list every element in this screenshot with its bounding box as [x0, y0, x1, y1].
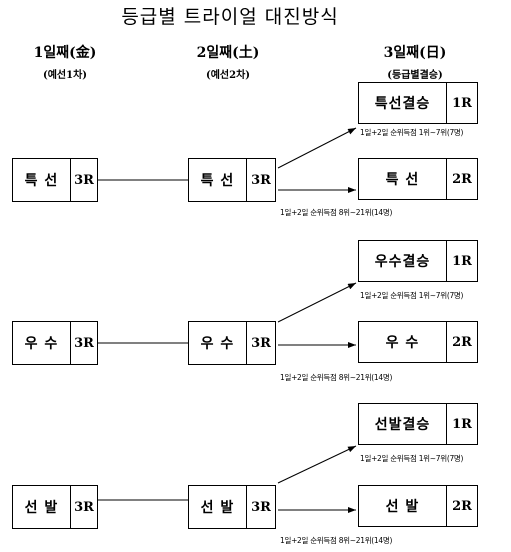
grade2-day1-box: 우 수 3R: [12, 321, 98, 365]
grade1-final-round: 1R: [446, 83, 477, 123]
grade2-second-box: 우 수 2R: [358, 321, 478, 363]
grade2-final-box: 우수결승 1R: [358, 240, 478, 282]
grade3-day2-name: 선 발: [200, 500, 235, 516]
grade3-final-box: 선발결승 1R: [358, 403, 478, 445]
grade3-second-box: 선 발 2R: [358, 485, 478, 527]
grade2-final-name: 우수결승: [374, 254, 431, 270]
grade1-final-name: 특선결승: [374, 96, 431, 112]
grade1-day1-box: 특 선 3R: [12, 158, 98, 202]
day1-subheader: (예선1차): [42, 70, 88, 81]
grade3-day2-round: 3R: [246, 486, 275, 528]
day1-header: 1일째(金): [33, 45, 97, 61]
grade3-final-note: 1일+2일 순위득점 1위~7위(7명): [360, 454, 464, 463]
diagram-title: 등급별 트라이얼 대진방식: [121, 6, 339, 28]
grade3-final-round: 1R: [446, 404, 477, 444]
grade3-second-note: 1일+2일 순위득점 8위~21위(14명): [280, 536, 393, 545]
grade3-day1-round: 3R: [70, 486, 97, 528]
grade1-second-note: 1일+2일 순위득점 8위~21위(14명): [280, 208, 393, 217]
grade2-final-round: 1R: [446, 241, 477, 281]
grade3-day1-name: 선 발: [24, 500, 59, 516]
grade2-second-round: 2R: [446, 322, 477, 362]
grade2-final-note: 1일+2일 순위득점 1위~7위(7명): [360, 291, 464, 300]
grade2-day2-round: 3R: [246, 322, 275, 364]
grade3-day2-box: 선 발 3R: [188, 485, 276, 529]
grade1-final-note: 1일+2일 순위득점 1위~7위(7명): [360, 128, 464, 137]
day3-subheader: (등급별결승): [387, 70, 443, 81]
grade3-day1-box: 선 발 3R: [12, 485, 98, 529]
grade1-final-box: 특선결승 1R: [358, 82, 478, 124]
grade1-second-round: 2R: [446, 159, 477, 199]
grade1-second-box: 특 선 2R: [358, 158, 478, 200]
grade2-day2-name: 우 수: [200, 336, 235, 352]
grade3-to-final-arrow: [277, 445, 357, 484]
grade1-to-final-arrow: [277, 127, 357, 169]
grade2-second-name: 우 수: [385, 335, 420, 351]
day3-header: 3일째(日): [383, 45, 447, 61]
grade3-second-round: 2R: [446, 486, 477, 526]
grade1-day2-name: 특 선: [200, 173, 235, 189]
grade2-second-note: 1일+2일 순위득점 8위~21위(14명): [280, 373, 393, 382]
grade1-day1-round: 3R: [70, 159, 97, 201]
day2-subheader: (예선2차): [205, 70, 251, 81]
grade3-second-name: 선 발: [385, 499, 420, 515]
grade2-day1-round: 3R: [70, 322, 97, 364]
grade3-final-name: 선발결승: [374, 417, 431, 433]
grade1-day2-round: 3R: [246, 159, 275, 201]
day2-header: 2일째(土): [196, 45, 260, 61]
grade1-second-name: 특 선: [385, 172, 420, 188]
grade1-day2-box: 특 선 3R: [188, 158, 276, 202]
grade1-day1-name: 특 선: [24, 173, 59, 189]
grade2-day1-name: 우 수: [24, 336, 59, 352]
grade2-to-final-arrow: [277, 282, 357, 323]
grade2-day2-box: 우 수 3R: [188, 321, 276, 365]
